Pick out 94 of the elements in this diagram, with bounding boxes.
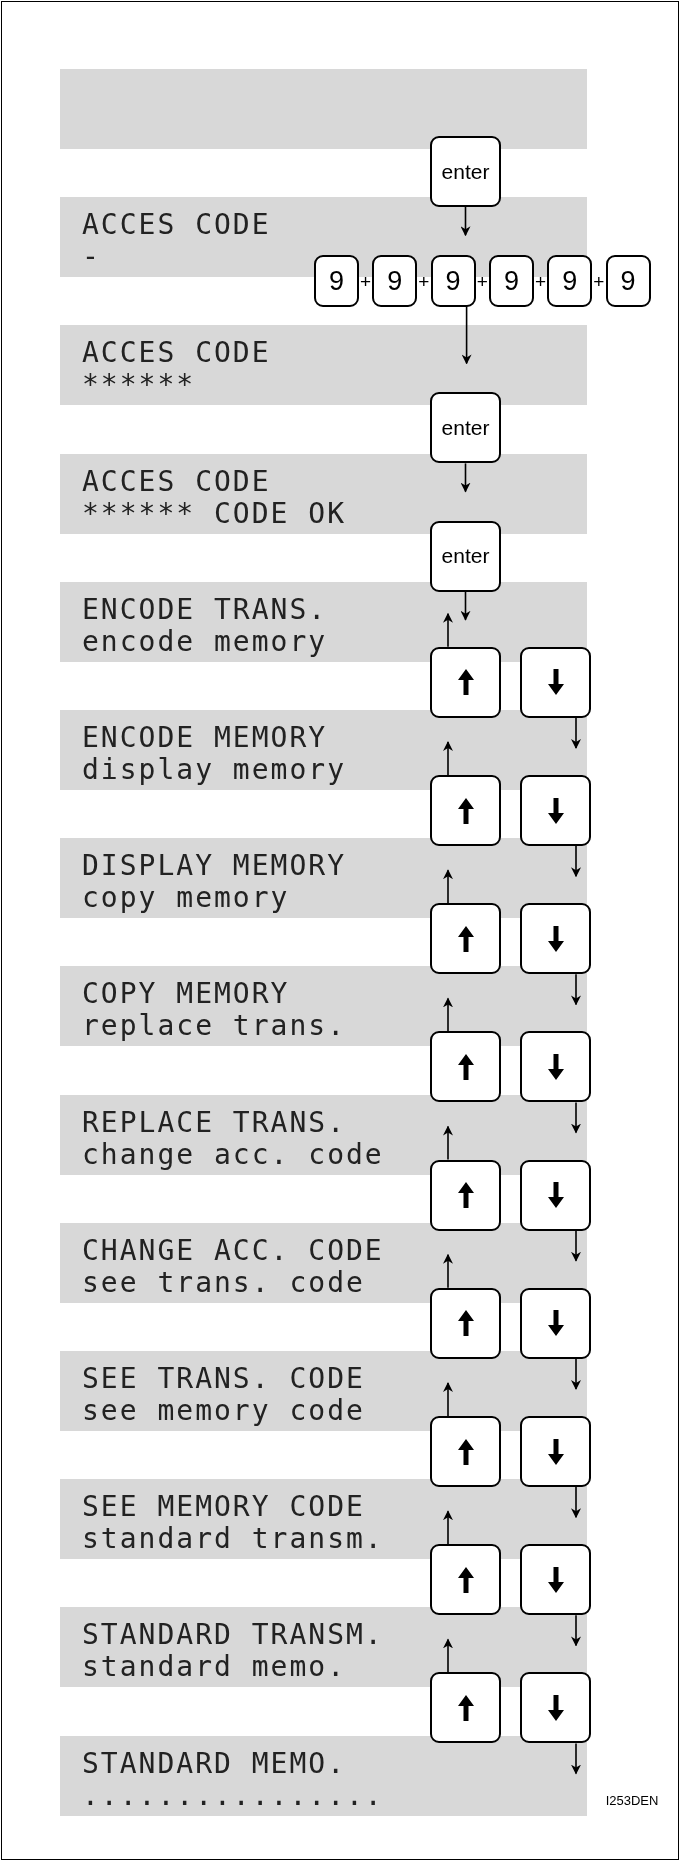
- display-text: ******: [82, 369, 196, 402]
- display-text: ACCES CODE: [82, 465, 271, 498]
- display-text: ENCODE MEMORY: [82, 722, 328, 754]
- enter-key: enter: [430, 392, 501, 464]
- display-text: display memory: [82, 754, 346, 786]
- display-text: SEE MEMORY CODE: [82, 1491, 365, 1524]
- display-text: encode memory: [82, 625, 328, 658]
- arrow: [571, 1101, 581, 1134]
- display-text: -: [82, 241, 101, 274]
- arrow: [571, 717, 581, 749]
- digit-key: 9: [372, 255, 418, 307]
- display-text: ****** CODE OK: [82, 497, 346, 530]
- digit-key: 9: [430, 255, 476, 307]
- plus-sign: +: [593, 271, 605, 291]
- arrow: [461, 306, 472, 365]
- display-text: REPLACE TRANS.: [82, 1106, 346, 1139]
- lcd-display: [60, 325, 587, 406]
- digit-key: 9: [488, 255, 534, 307]
- display-text: change acc. code: [82, 1138, 384, 1171]
- enter-key: enter: [430, 136, 501, 207]
- display-text: ENCODE TRANS.: [82, 593, 328, 626]
- up-key: [430, 1416, 501, 1487]
- arrow: [571, 1742, 581, 1775]
- display-text: CHANGE ACC. CODE: [82, 1234, 384, 1267]
- up-key: [430, 1672, 501, 1744]
- display-text: COPY MEMORY: [82, 978, 290, 1011]
- display-text: standard memo.: [82, 1651, 346, 1684]
- lcd-display: [60, 581, 587, 662]
- lcd-display: [60, 838, 587, 919]
- down-key: [520, 903, 591, 975]
- up-key: [430, 1159, 501, 1231]
- arrow: [571, 1229, 581, 1262]
- lcd-display: [60, 710, 587, 790]
- display-text: ACCES CODE: [82, 209, 271, 242]
- display-text: DISPLAY MEMORY: [82, 850, 346, 883]
- display-text: SEE TRANS. CODE: [82, 1363, 365, 1395]
- arrow: [460, 206, 471, 237]
- display-text: copy memory: [82, 882, 290, 915]
- lcd-display: [60, 1094, 587, 1175]
- plus-sign: +: [418, 271, 430, 291]
- down-key: [520, 1287, 591, 1359]
- display-text: replace trans.: [82, 1010, 346, 1043]
- lcd-display: [60, 966, 587, 1047]
- arrow: [443, 612, 453, 648]
- down-key: [520, 775, 591, 846]
- down-key: [520, 1416, 591, 1487]
- arrow: [571, 845, 581, 878]
- down-key: [520, 1672, 591, 1744]
- arrow: [443, 1382, 453, 1417]
- down-key: [520, 1159, 591, 1231]
- enter-key: enter: [430, 520, 501, 592]
- digit-key: 9: [547, 255, 593, 307]
- up-key: [430, 1031, 501, 1103]
- lcd-display: [60, 1607, 587, 1688]
- up-key: [430, 646, 501, 718]
- plus-sign: +: [476, 271, 488, 291]
- up-key: [430, 775, 501, 846]
- lcd-display: [60, 1479, 587, 1560]
- up-key: [430, 1287, 501, 1359]
- arrow: [571, 1358, 581, 1390]
- arrow: [443, 1638, 453, 1674]
- digit-key: 9: [605, 255, 651, 307]
- plus-sign: +: [360, 271, 372, 291]
- down-key: [520, 1031, 591, 1103]
- display-text: standard transm.: [82, 1523, 384, 1556]
- down-key: [520, 646, 591, 718]
- arrow: [460, 590, 471, 621]
- arrow: [443, 997, 453, 1033]
- arrow: [571, 1614, 581, 1647]
- display-text: STANDARD MEMO.: [82, 1747, 346, 1780]
- arrow: [443, 1510, 453, 1545]
- lcd-display: [60, 1351, 587, 1431]
- display-text: ................: [82, 1779, 384, 1812]
- arrow: [571, 1486, 581, 1519]
- arrow: [443, 1125, 453, 1161]
- plus-sign: +: [534, 271, 547, 291]
- up-key: [430, 1544, 501, 1616]
- display-text: see trans. code: [82, 1266, 365, 1299]
- arrow: [571, 973, 581, 1006]
- lcd-display: [60, 453, 587, 534]
- lcd-display: [60, 1222, 587, 1303]
- digit-key: 9: [314, 255, 359, 307]
- display-text: ACCES CODE: [82, 337, 271, 370]
- figure-code: I253DEN: [605, 1793, 659, 1807]
- arrow: [460, 462, 471, 493]
- display-text: STANDARD TRANSM.: [82, 1619, 384, 1652]
- arrow: [443, 1253, 453, 1289]
- display-text: see memory code: [82, 1395, 365, 1427]
- down-key: [520, 1544, 591, 1616]
- up-key: [430, 903, 501, 975]
- lcd-display: [60, 69, 587, 149]
- arrow: [443, 741, 453, 776]
- lcd-display: [60, 1735, 587, 1816]
- arrow: [443, 869, 453, 904]
